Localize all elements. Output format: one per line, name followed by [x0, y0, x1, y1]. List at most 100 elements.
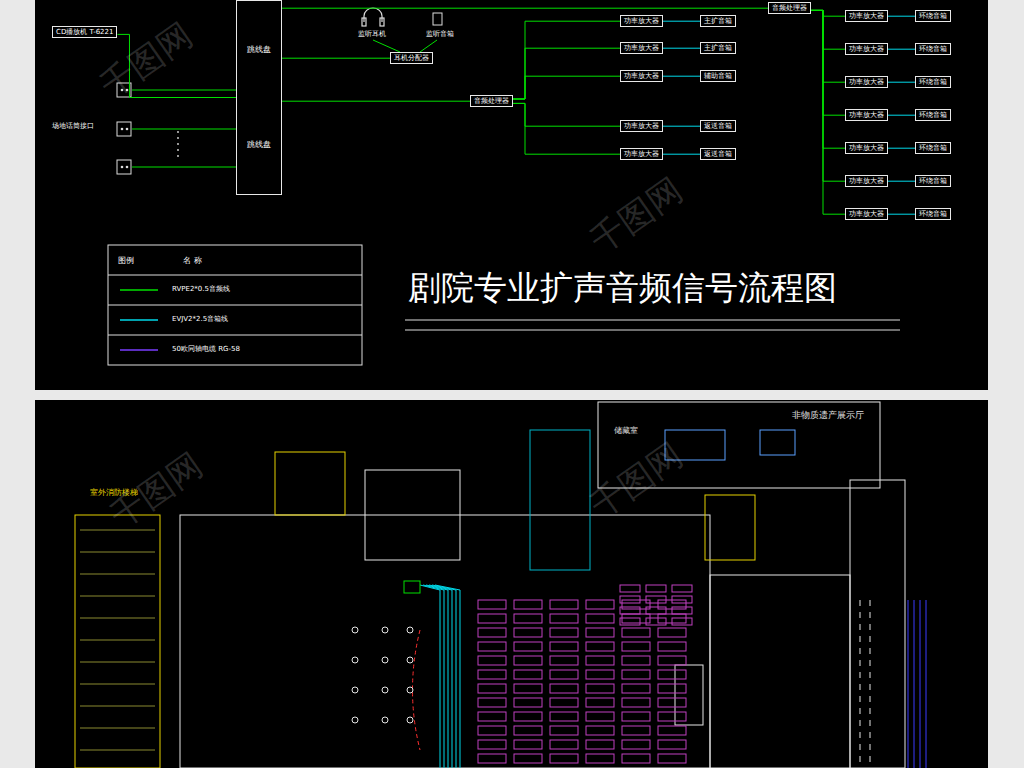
- cable-run: [435, 585, 460, 768]
- cable-run: [429, 585, 452, 768]
- legend-table: [108, 245, 362, 365]
- seat-row: [658, 656, 686, 665]
- connector: [888, 16, 915, 17]
- cable-run: [920, 600, 921, 768]
- room-line: [530, 430, 590, 570]
- wall: [180, 515, 710, 768]
- cable-run: [908, 600, 909, 768]
- outlet-symbol: [382, 627, 388, 633]
- node-text: 环绕音箱: [919, 111, 947, 119]
- outlet-symbol: [352, 627, 358, 633]
- seat-row: [646, 618, 666, 625]
- connector: [811, 10, 845, 49]
- connector: [663, 154, 700, 155]
- ellipsis-dot: [177, 143, 179, 145]
- seat-row: [550, 726, 578, 735]
- seat-row: [586, 726, 614, 735]
- node-text: 功率放大器: [849, 111, 884, 119]
- amplifier-box: 功率放大器: [845, 142, 888, 154]
- legend-line-sample: [120, 319, 158, 321]
- seat-row: [586, 600, 614, 609]
- node-text: 功率放大器: [624, 72, 659, 80]
- seat-row: [514, 600, 542, 609]
- seat-row: [646, 607, 666, 614]
- outlet-symbol: [352, 687, 358, 693]
- amplifier-box: 功率放大器: [620, 15, 663, 27]
- speaker-box: 环绕音箱: [915, 142, 951, 154]
- seat-row: [550, 614, 578, 623]
- seat-row: [672, 618, 692, 625]
- legend-line-sample: [120, 349, 158, 351]
- node-text: 功率放大器: [624, 150, 659, 158]
- seat-row: [620, 618, 640, 625]
- speaker-box: 环绕音箱: [915, 76, 951, 88]
- title-rule: [405, 320, 900, 321]
- jack-pin: [126, 128, 129, 131]
- ellipsis-dot: [177, 155, 179, 157]
- seat-row: [514, 642, 542, 651]
- speaker-box: 环绕音箱: [915, 109, 951, 121]
- seat-row: [658, 712, 686, 721]
- node-text: 功率放大器: [849, 45, 884, 53]
- label: 非物质遗产展示厅: [792, 410, 864, 421]
- seat-row: [478, 600, 506, 609]
- seat-row: [622, 670, 650, 679]
- signal-wire: [420, 40, 437, 52]
- speaker-box: 环绕音箱: [915, 10, 951, 22]
- grid-line: [80, 662, 155, 663]
- node-text: 功率放大器: [849, 144, 884, 152]
- seat-row: [586, 628, 614, 637]
- node-text: 环绕音箱: [919, 210, 947, 218]
- seat-row: [514, 754, 542, 763]
- amplifier-box: 功率放大器: [845, 76, 888, 88]
- seat-row: [586, 754, 614, 763]
- grid-line: [80, 706, 155, 707]
- amplifier-box: 功率放大器: [845, 208, 888, 220]
- outlet-symbol: [382, 717, 388, 723]
- seat-row: [586, 614, 614, 623]
- seat-row: [550, 642, 578, 651]
- seat-row: [672, 596, 692, 603]
- wall: [710, 575, 850, 768]
- seat-row: [586, 712, 614, 721]
- node-text: 音频处理器: [474, 97, 509, 105]
- legend-label: EVJV2*2.5音箱线: [172, 315, 228, 323]
- seat-row: [672, 607, 692, 614]
- seat-row: [478, 698, 506, 707]
- amplifier-box: 功率放大器: [620, 70, 663, 82]
- seat-row: [550, 670, 578, 679]
- seat-row: [658, 642, 686, 651]
- seat-row: [478, 628, 506, 637]
- node-text: 环绕音箱: [919, 177, 947, 185]
- cable-run: [914, 600, 915, 768]
- connector: [811, 10, 845, 181]
- label: 储藏室: [614, 426, 638, 436]
- label: 场地话筒接口: [52, 122, 94, 130]
- seat-row: [622, 740, 650, 749]
- node-text: 环绕音箱: [919, 45, 947, 53]
- seat-row: [514, 698, 542, 707]
- seat-row: [550, 740, 578, 749]
- seat-row: [658, 754, 686, 763]
- seat-row: [658, 698, 686, 707]
- node-text: 跳线盘: [247, 45, 271, 55]
- signal-wire: [132, 129, 236, 130]
- seat-row: [514, 712, 542, 721]
- node-text: 功率放大器: [624, 17, 659, 25]
- signal-wire: [132, 167, 236, 168]
- legend-label: 50欧同轴电缆 RG-58: [172, 345, 240, 353]
- grid-line: [80, 640, 155, 641]
- connector: [513, 21, 620, 99]
- grid-line: [80, 596, 155, 597]
- amplifier-box: 功率放大器: [845, 43, 888, 55]
- seat-row: [620, 585, 640, 592]
- seat-row: [478, 656, 506, 665]
- node-text: 环绕音箱: [919, 78, 947, 86]
- outlet-symbol: [382, 687, 388, 693]
- grid-line: [80, 684, 155, 685]
- seat-row: [478, 740, 506, 749]
- speaker-box: 环绕音箱: [915, 175, 951, 187]
- seat-row: [620, 607, 640, 614]
- connector: [888, 115, 915, 116]
- jack-pin: [121, 128, 124, 131]
